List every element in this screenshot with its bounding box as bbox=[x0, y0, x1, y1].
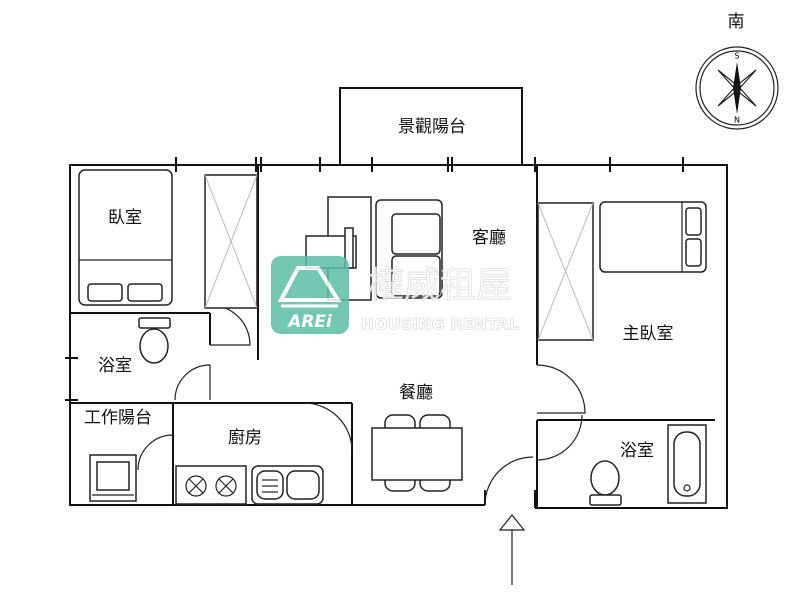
label-view-balcony: 景觀陽台 bbox=[398, 117, 466, 137]
watermark-logo-text: AREi bbox=[286, 312, 333, 332]
compass-icon: S N bbox=[695, 46, 779, 130]
wardrobe-left bbox=[204, 174, 258, 309]
label-work-balcony: 工作陽台 bbox=[84, 408, 152, 428]
stove bbox=[175, 465, 247, 505]
toilet-left bbox=[138, 317, 171, 364]
bed-master bbox=[599, 201, 707, 273]
compass-s: S bbox=[734, 52, 739, 61]
entrance-arrow-icon bbox=[498, 514, 526, 585]
dining-table bbox=[371, 414, 463, 492]
label-living: 客廳 bbox=[472, 228, 506, 248]
label-bedroom: 臥室 bbox=[108, 208, 142, 228]
watermark-logo: AREi 權威租屋 HOUSING RENTAL bbox=[271, 256, 520, 334]
bed-small bbox=[78, 169, 173, 306]
label-bathroom-left: 浴室 bbox=[98, 356, 132, 376]
window-marks bbox=[65, 157, 684, 401]
label-master-bedroom: 主臥室 bbox=[623, 324, 674, 344]
bathtub bbox=[667, 424, 707, 504]
washing-machine bbox=[89, 454, 137, 502]
compass-n: N bbox=[734, 116, 740, 125]
watermark-title: 權威租屋 bbox=[368, 265, 512, 306]
sink bbox=[251, 465, 324, 505]
label-dining: 餐廳 bbox=[399, 383, 433, 403]
label-kitchen: 廚房 bbox=[228, 427, 262, 448]
compass-direction-label: 南 bbox=[728, 12, 745, 32]
label-bathroom-right: 浴室 bbox=[620, 441, 654, 461]
toilet-right bbox=[589, 460, 622, 506]
watermark-subtitle: HOUSING RENTAL bbox=[361, 315, 519, 334]
wardrobe-right bbox=[537, 202, 594, 341]
